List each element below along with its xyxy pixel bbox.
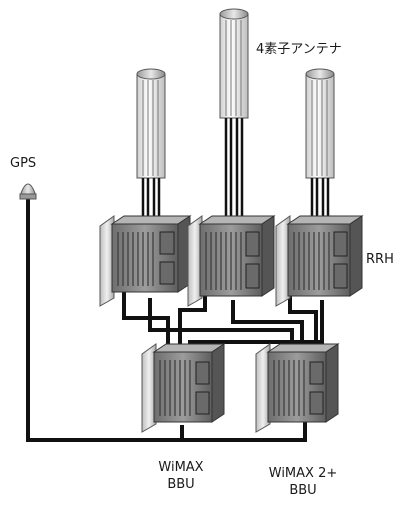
bbu-wimax2-label-line2: BBU (289, 483, 317, 498)
cable-group (26, 198, 324, 442)
rrh-label: RRH (366, 252, 394, 267)
antenna-right (305, 68, 335, 224)
rrh2-cable-a (178, 288, 207, 360)
gps-cable (26, 198, 307, 442)
bbu-unit-wimax (141, 343, 226, 433)
bbu-wimax-label-line2: BBU (167, 477, 195, 492)
gps-antenna-icon (19, 183, 37, 200)
rrh3-cable-a (288, 290, 318, 360)
gps-label: GPS (10, 156, 37, 171)
bbu-wimax-label-line1: WiMAX (158, 460, 204, 475)
bbu-wimax-label: WiMAX BBU (146, 459, 216, 493)
rrh1-cable-a (122, 288, 170, 360)
antenna-label: 4素子アンテナ (256, 42, 342, 57)
bbu-wimax2-label-line1: WiMAX 2+ (268, 466, 338, 481)
rrh-unit-1 (99, 215, 192, 307)
rrh-unit-2 (187, 215, 276, 307)
antenna-center (219, 8, 249, 224)
antenna-left (136, 68, 166, 224)
rrh-unit-3 (275, 215, 364, 307)
bbu-wimax2-label: WiMAX 2+ BBU (258, 465, 348, 499)
bbu-unit-wimax2 (255, 343, 340, 433)
